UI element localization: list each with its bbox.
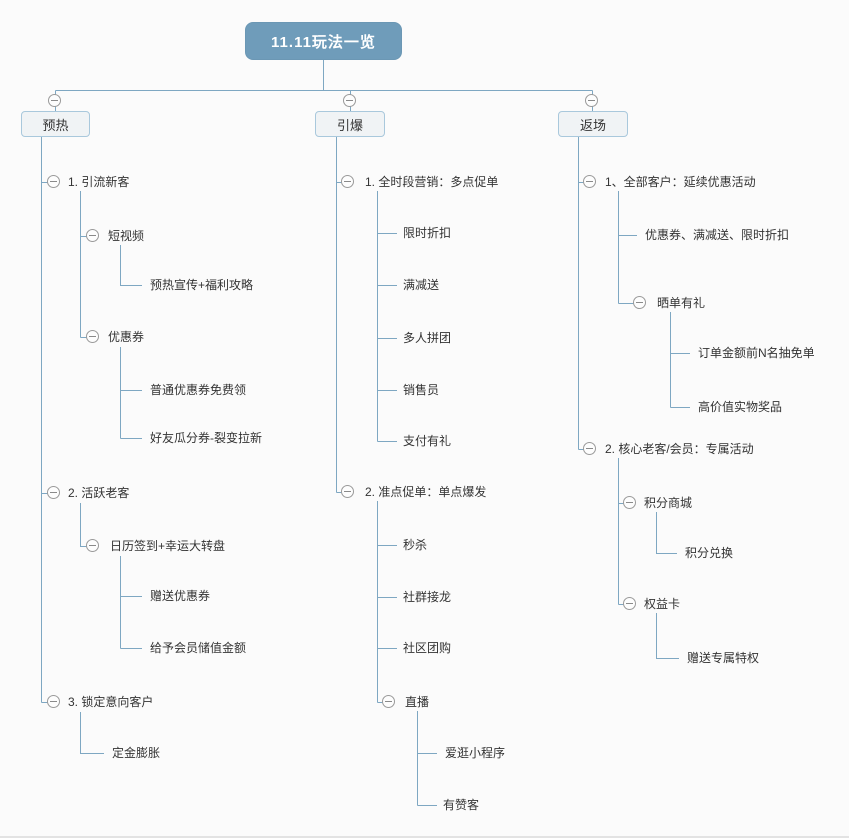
node-youzan-ke[interactable]: 有赞客	[443, 798, 480, 812]
node-all-customers-continue-promo[interactable]: 1、全部客户：延续优惠活动	[605, 175, 756, 189]
node-calendar-checkin-lucky-wheel[interactable]: 日历签到+幸运大转盘	[110, 539, 226, 553]
node-short-video[interactable]: 短视频	[108, 229, 145, 243]
collapse-icon[interactable]	[86, 539, 99, 552]
collapse-icon[interactable]	[585, 94, 598, 107]
node-free-coupon-claim[interactable]: 普通优惠券免费领	[150, 383, 247, 397]
node-friend-split-coupon[interactable]: 好友瓜分券-裂变拉新	[150, 431, 262, 445]
node-preheat-promo-strategy[interactable]: 预热宣传+福利攻略	[150, 278, 254, 292]
collapse-icon[interactable]	[343, 94, 356, 107]
node-group-buying[interactable]: 多人拼团	[403, 331, 452, 345]
node-ontime-promotion[interactable]: 2. 准点促单：单点爆发	[365, 485, 487, 499]
collapse-icon[interactable]	[583, 442, 596, 455]
node-core-members-exclusive[interactable]: 2. 核心老客/会员：专属活动	[605, 442, 754, 456]
node-encore[interactable]: 返场	[558, 111, 628, 137]
node-flash-sale[interactable]: 秒杀	[403, 538, 428, 552]
node-member-stored-value[interactable]: 给予会员储值金额	[150, 641, 247, 655]
node-aiguang-miniprogram[interactable]: 爱逛小程序	[445, 746, 506, 760]
node-activate-old-customers[interactable]: 2. 活跃老客	[68, 486, 130, 500]
node-live-streaming[interactable]: 直播	[405, 695, 430, 709]
collapse-icon[interactable]	[633, 296, 646, 309]
collapse-icon[interactable]	[47, 486, 60, 499]
node-community-chain[interactable]: 社群接龙	[403, 590, 452, 604]
node-salesperson[interactable]: 销售员	[403, 383, 440, 397]
node-root[interactable]: 11.11玩法一览	[245, 22, 402, 60]
node-full-reduction[interactable]: 满减送	[403, 278, 440, 292]
collapse-icon[interactable]	[47, 175, 60, 188]
node-points-mall[interactable]: 积分商城	[644, 496, 693, 510]
collapse-icon[interactable]	[86, 330, 99, 343]
node-limited-time-discount[interactable]: 限时折扣	[403, 226, 452, 240]
node-benefits-card[interactable]: 权益卡	[644, 597, 681, 611]
node-high-value-prize[interactable]: 高价值实物奖品	[698, 400, 783, 414]
collapse-icon[interactable]	[86, 229, 99, 242]
node-payment-gift[interactable]: 支付有礼	[403, 434, 452, 448]
node-exclusive-privileges[interactable]: 赠送专属特权	[687, 651, 760, 665]
collapse-icon[interactable]	[47, 695, 60, 708]
node-coupon-fullreduction-discount[interactable]: 优惠券、满减送、限时折扣	[645, 228, 790, 242]
node-gift-coupons[interactable]: 赠送优惠券	[150, 589, 211, 603]
node-share-order-gift[interactable]: 晒单有礼	[657, 296, 706, 310]
node-attract-new-customers[interactable]: 1. 引流新客	[68, 175, 130, 189]
collapse-icon[interactable]	[623, 496, 636, 509]
collapse-icon[interactable]	[623, 597, 636, 610]
node-lock-intent-customers[interactable]: 3. 锁定意向客户	[68, 695, 154, 709]
node-ignite[interactable]: 引爆	[315, 111, 385, 137]
collapse-icon[interactable]	[341, 175, 354, 188]
node-points-redeem[interactable]: 积分兑换	[685, 546, 734, 560]
collapse-icon[interactable]	[382, 695, 395, 708]
node-top-n-free-order[interactable]: 订单金额前N名抽免单	[698, 346, 815, 360]
node-deposit-expansion[interactable]: 定金膨胀	[112, 746, 161, 760]
node-warmup[interactable]: 预热	[21, 111, 90, 137]
node-allday-marketing[interactable]: 1. 全时段营销：多点促单	[365, 175, 499, 189]
collapse-icon[interactable]	[48, 94, 61, 107]
node-coupons[interactable]: 优惠券	[108, 330, 145, 344]
node-community-group-buy[interactable]: 社区团购	[403, 641, 452, 655]
collapse-icon[interactable]	[341, 485, 354, 498]
collapse-icon[interactable]	[583, 175, 596, 188]
